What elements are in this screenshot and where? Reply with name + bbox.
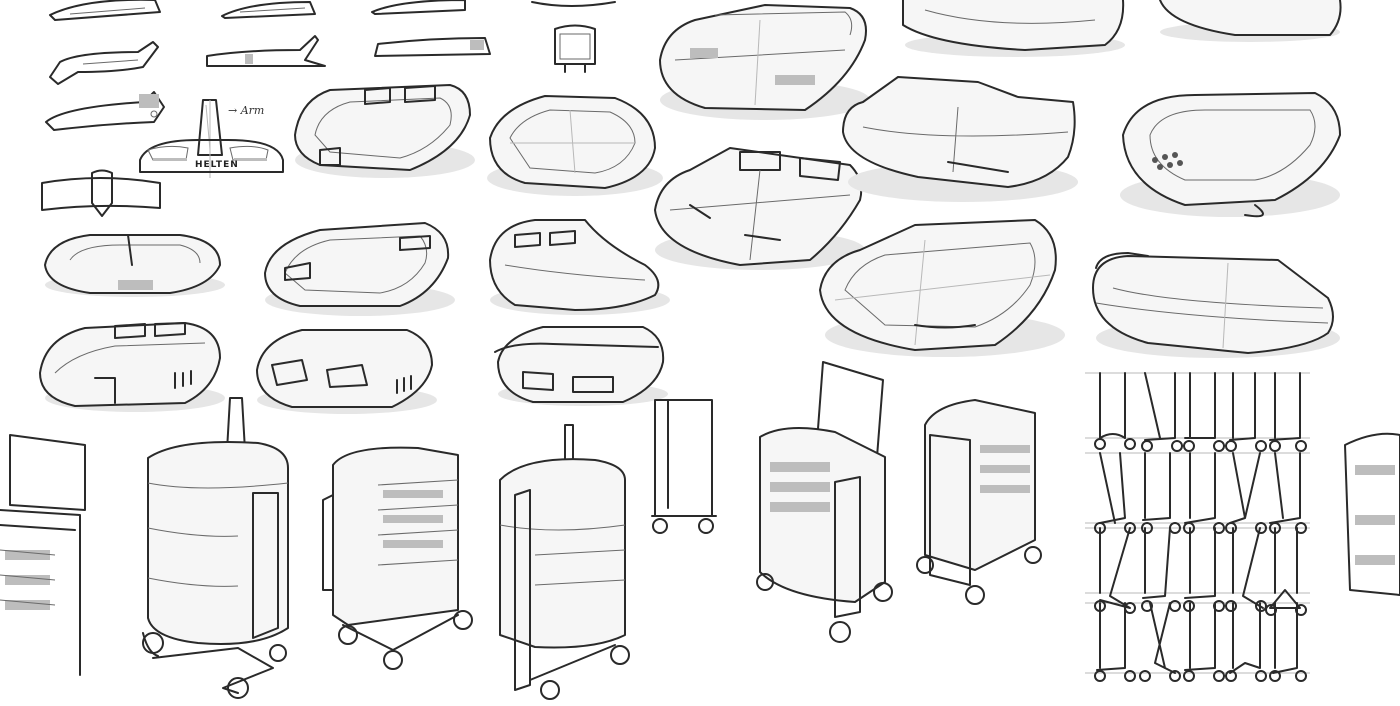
cart-concept-5 <box>915 395 1045 610</box>
tray-concept-6 <box>650 140 865 270</box>
tray-concept-4 <box>895 0 1130 60</box>
tray-concept-8 <box>1115 85 1345 220</box>
cart-concept-4 <box>755 361 895 652</box>
cart-partial-left <box>0 430 90 676</box>
cart-concept-3 <box>495 424 635 705</box>
tray-concept-15 <box>252 325 437 415</box>
base-study-grid <box>1085 368 1310 682</box>
tray-concept-11 <box>485 215 670 315</box>
arm-study-1 <box>45 0 165 22</box>
arm-study-7 <box>370 34 495 62</box>
tray-concept-16 <box>493 322 668 407</box>
tray-concept-7 <box>838 72 1083 202</box>
tray-concept-14 <box>35 318 225 413</box>
tray-concept-1 <box>290 80 475 180</box>
tray-concept-13 <box>1088 248 1343 358</box>
arm-study-8 <box>44 91 169 137</box>
arm-study-4 <box>530 0 620 10</box>
cart-partial-right <box>1335 425 1400 600</box>
arm-arrow-note: → Arm <box>228 104 265 117</box>
tray-concept-5 <box>1155 0 1345 45</box>
helten-arm-stand <box>138 99 288 180</box>
cart-concept-1 <box>138 397 303 699</box>
cart-concept-2 <box>318 440 478 680</box>
tray-concept-3 <box>655 0 870 120</box>
arm-study-3 <box>370 0 470 16</box>
tray-concept-12 <box>815 215 1065 360</box>
arm-study-2 <box>220 0 320 20</box>
arm-study-9 <box>40 168 165 223</box>
brand-label: HELTEN <box>195 160 239 170</box>
tray-topview <box>550 24 600 74</box>
cart-side-view <box>650 398 718 538</box>
tray-concept-10 <box>260 218 455 318</box>
arm-study-5 <box>48 41 163 87</box>
arm-study-6 <box>205 35 330 71</box>
tray-concept-9 <box>40 225 225 300</box>
tray-concept-2 <box>485 88 665 198</box>
